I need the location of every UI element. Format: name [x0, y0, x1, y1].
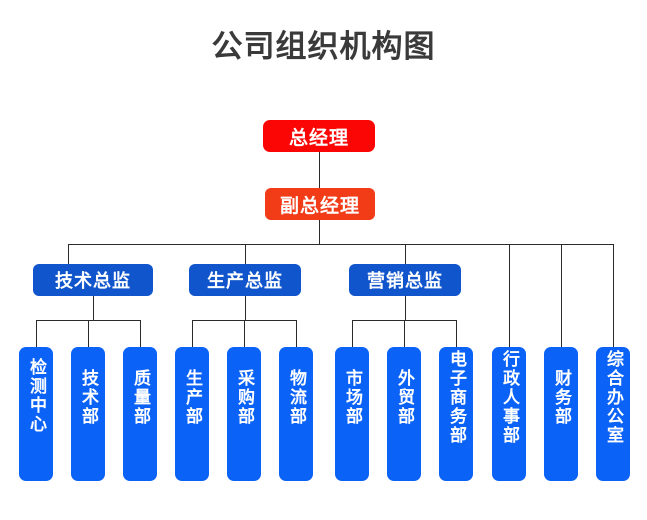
node-technical-director[interactable]: 技术总监 [33, 264, 153, 296]
connector-to-quality-dept [140, 320, 141, 347]
connector-to-production-dept [192, 320, 193, 347]
node-label: 检测中心 [27, 358, 46, 434]
connector-to-logistics-dept [296, 320, 297, 347]
page-title: 公司组织机构图 [211, 29, 436, 64]
node-dept-procurement[interactable]: 采购部 [227, 347, 261, 481]
connector-to-technical-dept [88, 320, 89, 347]
node-dept-logistics[interactable]: 物流部 [279, 347, 313, 481]
node-dept-market[interactable]: 市场部 [335, 347, 369, 481]
node-label: 综合办公室 [604, 350, 623, 445]
node-dept-ecommerce[interactable]: 电子商务部 [439, 347, 473, 481]
connector-to-procurement-dept [244, 320, 245, 347]
node-label: 市场部 [343, 369, 362, 426]
connector-gm-to-deputy [319, 152, 320, 188]
node-label: 技术部 [79, 369, 98, 426]
connector-to-ecommerce-dept [456, 320, 457, 347]
node-dept-foreign-trade[interactable]: 外贸部 [387, 347, 421, 481]
node-dept-admin-hr[interactable]: 行政人事部 [492, 347, 526, 481]
node-label: 物流部 [287, 369, 306, 426]
node-label: 质量部 [131, 369, 150, 426]
node-general-manager[interactable]: 总经理 [263, 120, 375, 152]
node-dept-technical[interactable]: 技术部 [71, 347, 105, 481]
connector-bus-to-production-director [245, 244, 246, 264]
node-label: 生产部 [183, 369, 202, 426]
node-label: 外贸部 [395, 369, 414, 426]
connector-marketing-director-stem [405, 295, 406, 320]
node-label: 生产总监 [207, 271, 283, 291]
node-label: 财务部 [552, 369, 571, 426]
connector-to-market-dept [352, 320, 353, 347]
connector-deputy-stem [319, 220, 320, 244]
node-label: 行政人事部 [500, 350, 519, 445]
node-dept-general-office[interactable]: 综合办公室 [596, 347, 630, 481]
node-deputy-general-manager[interactable]: 副总经理 [265, 188, 375, 220]
node-label: 采购部 [235, 369, 254, 426]
node-production-director[interactable]: 生产总监 [189, 264, 301, 296]
node-label: 电子商务部 [447, 350, 466, 445]
connector-bus-to-finance-dept [561, 244, 562, 347]
connector-bus-to-marketing-director [405, 244, 406, 264]
node-label: 营销总监 [367, 271, 443, 291]
connector-to-foreign-trade-dept [404, 320, 405, 347]
node-label: 总经理 [288, 127, 349, 149]
connector-production-director-stem [245, 295, 246, 320]
connector-technical-director-stem [93, 295, 94, 320]
connector-to-testing-center [36, 320, 37, 347]
node-dept-finance[interactable]: 财务部 [544, 347, 578, 481]
connector-main-bus [68, 244, 614, 245]
connector-bus-to-technical-director [68, 244, 69, 264]
connector-bus-to-admin-hr-dept [509, 244, 510, 347]
node-marketing-director[interactable]: 营销总监 [349, 264, 461, 296]
node-dept-production[interactable]: 生产部 [175, 347, 209, 481]
connector-bus-to-general-office [613, 244, 614, 347]
node-dept-quality[interactable]: 质量部 [123, 347, 157, 481]
node-label: 技术总监 [55, 271, 131, 291]
node-label: 副总经理 [279, 195, 360, 217]
node-dept-testing-center[interactable]: 检测中心 [19, 347, 53, 481]
